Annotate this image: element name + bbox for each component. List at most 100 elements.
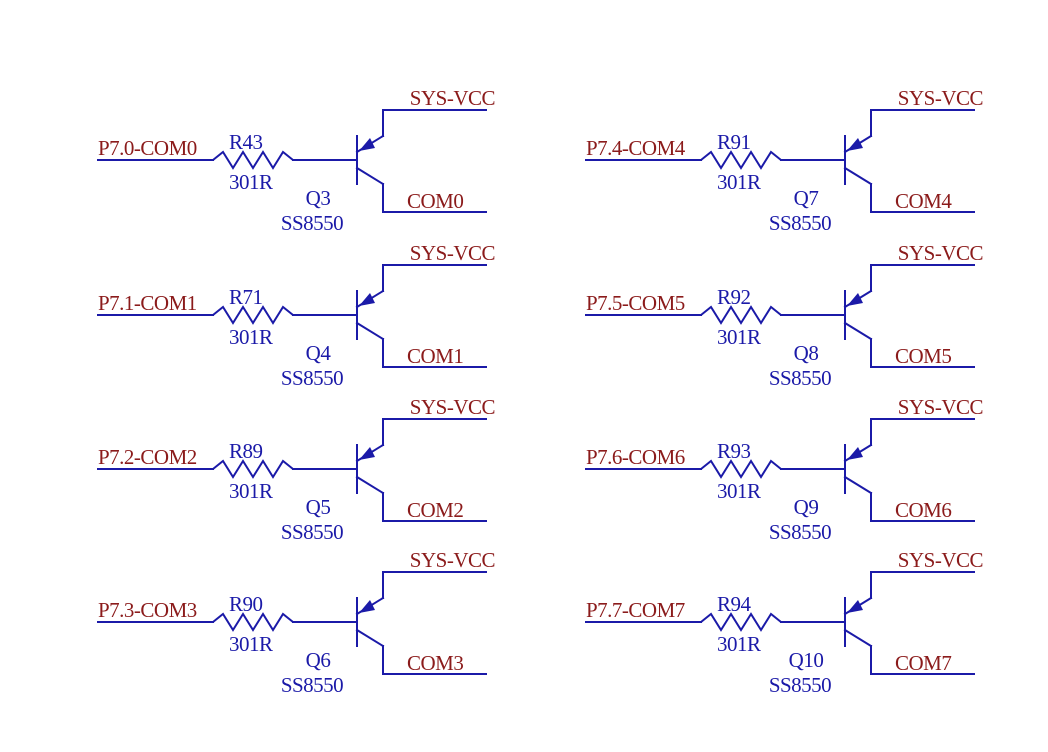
resistor-ref-label: R94 [717,592,752,616]
resistor-ref-label: R93 [717,439,751,463]
resistor-ref-label: R89 [229,439,263,463]
resistor-ref-label: R71 [229,285,263,309]
output-net-label: COM6 [895,498,951,522]
resistor-symbol [700,305,782,325]
transistor-ref-label: Q10 [789,648,824,672]
resistor-value-label: 301R [717,479,761,503]
supply-wire [382,571,487,599]
input-net-label: P7.7-COM7 [586,598,685,622]
resistor-ref-label: R92 [717,285,751,309]
emitter-arrow [847,600,863,613]
emitter-arrow [847,447,863,460]
resistor-value-label: 301R [229,632,273,656]
supply-net-label: SYS-VCC [898,395,983,419]
supply-wire [382,418,487,446]
transistor-ref-label: Q5 [306,495,331,519]
emitter-arrow [359,293,375,306]
resistor-symbol [212,305,294,325]
input-net-label: P7.5-COM5 [586,291,685,315]
supply-net-label: SYS-VCC [410,548,495,572]
output-net-label: COM1 [407,344,463,368]
resistor-symbol [700,459,782,479]
resistor-value-label: 301R [717,325,761,349]
output-net-label: COM2 [407,498,463,522]
resistor-value-label: 301R [229,325,273,349]
emitter-arrow [847,293,863,306]
transistor-part-label: SS8550 [281,673,343,697]
resistor-value-label: 301R [229,479,273,503]
resistor-symbol [700,612,782,632]
transistor-ref-label: Q7 [794,186,819,210]
resistor-ref-label: R90 [229,592,263,616]
output-wire [870,338,975,368]
supply-net-label: SYS-VCC [898,548,983,572]
emitter-arrow [359,447,375,460]
transistor-ref-label: Q9 [794,495,819,519]
supply-net-label: SYS-VCC [898,241,983,265]
transistor-collector-lead [843,628,873,648]
transistor-ref-label: Q4 [306,341,332,365]
resistor-value-label: 301R [717,632,761,656]
transistor-collector-lead [355,321,385,341]
resistor-symbol [212,150,294,170]
supply-net-label: SYS-VCC [410,241,495,265]
supply-net-label: SYS-VCC [410,395,495,419]
transistor-collector-lead [355,628,385,648]
transistor-part-label: SS8550 [769,520,831,544]
transistor-part-label: SS8550 [281,211,343,235]
supply-net-label: SYS-VCC [410,86,495,110]
resistor-ref-label: R91 [717,130,751,154]
transistor-collector-lead [843,166,873,186]
output-wire [382,492,487,522]
resistor-symbol [700,150,782,170]
input-net-label: P7.6-COM6 [586,445,685,469]
resistor-value-label: 301R [717,170,761,194]
output-net-label: COM5 [895,344,951,368]
supply-wire [870,264,975,292]
input-net-label: P7.3-COM3 [98,598,197,622]
emitter-arrow [359,600,375,613]
resistor-value-label: 301R [229,170,273,194]
resistor-symbol [212,459,294,479]
input-net-label: P7.4-COM4 [586,136,686,160]
transistor-part-label: SS8550 [281,520,343,544]
supply-net-label: SYS-VCC [898,86,983,110]
transistor-ref-label: Q6 [306,648,331,672]
output-wire [870,183,975,213]
transistor-collector-lead [355,475,385,495]
supply-wire [870,418,975,446]
emitter-arrow [359,138,375,151]
resistor-symbol [212,612,294,632]
output-wire [382,645,487,675]
output-wire [870,492,975,522]
transistor-part-label: SS8550 [769,673,831,697]
emitter-arrow [847,138,863,151]
transistor-part-label: SS8550 [769,366,831,390]
input-net-label: P7.0-COM0 [98,136,197,160]
transistor-collector-lead [355,166,385,186]
output-net-label: COM4 [895,189,952,213]
transistor-part-label: SS8550 [769,211,831,235]
output-wire [382,183,487,213]
transistor-ref-label: Q3 [306,186,331,210]
output-wire [870,645,975,675]
output-net-label: COM0 [407,189,463,213]
input-net-label: P7.1-COM1 [98,291,197,315]
transistor-collector-lead [843,321,873,341]
output-net-label: COM7 [895,651,951,675]
supply-wire [382,109,487,137]
transistor-part-label: SS8550 [281,366,343,390]
supply-wire [382,264,487,292]
transistor-ref-label: Q8 [794,341,819,365]
input-net-label: P7.2-COM2 [98,445,197,469]
supply-wire [870,109,975,137]
